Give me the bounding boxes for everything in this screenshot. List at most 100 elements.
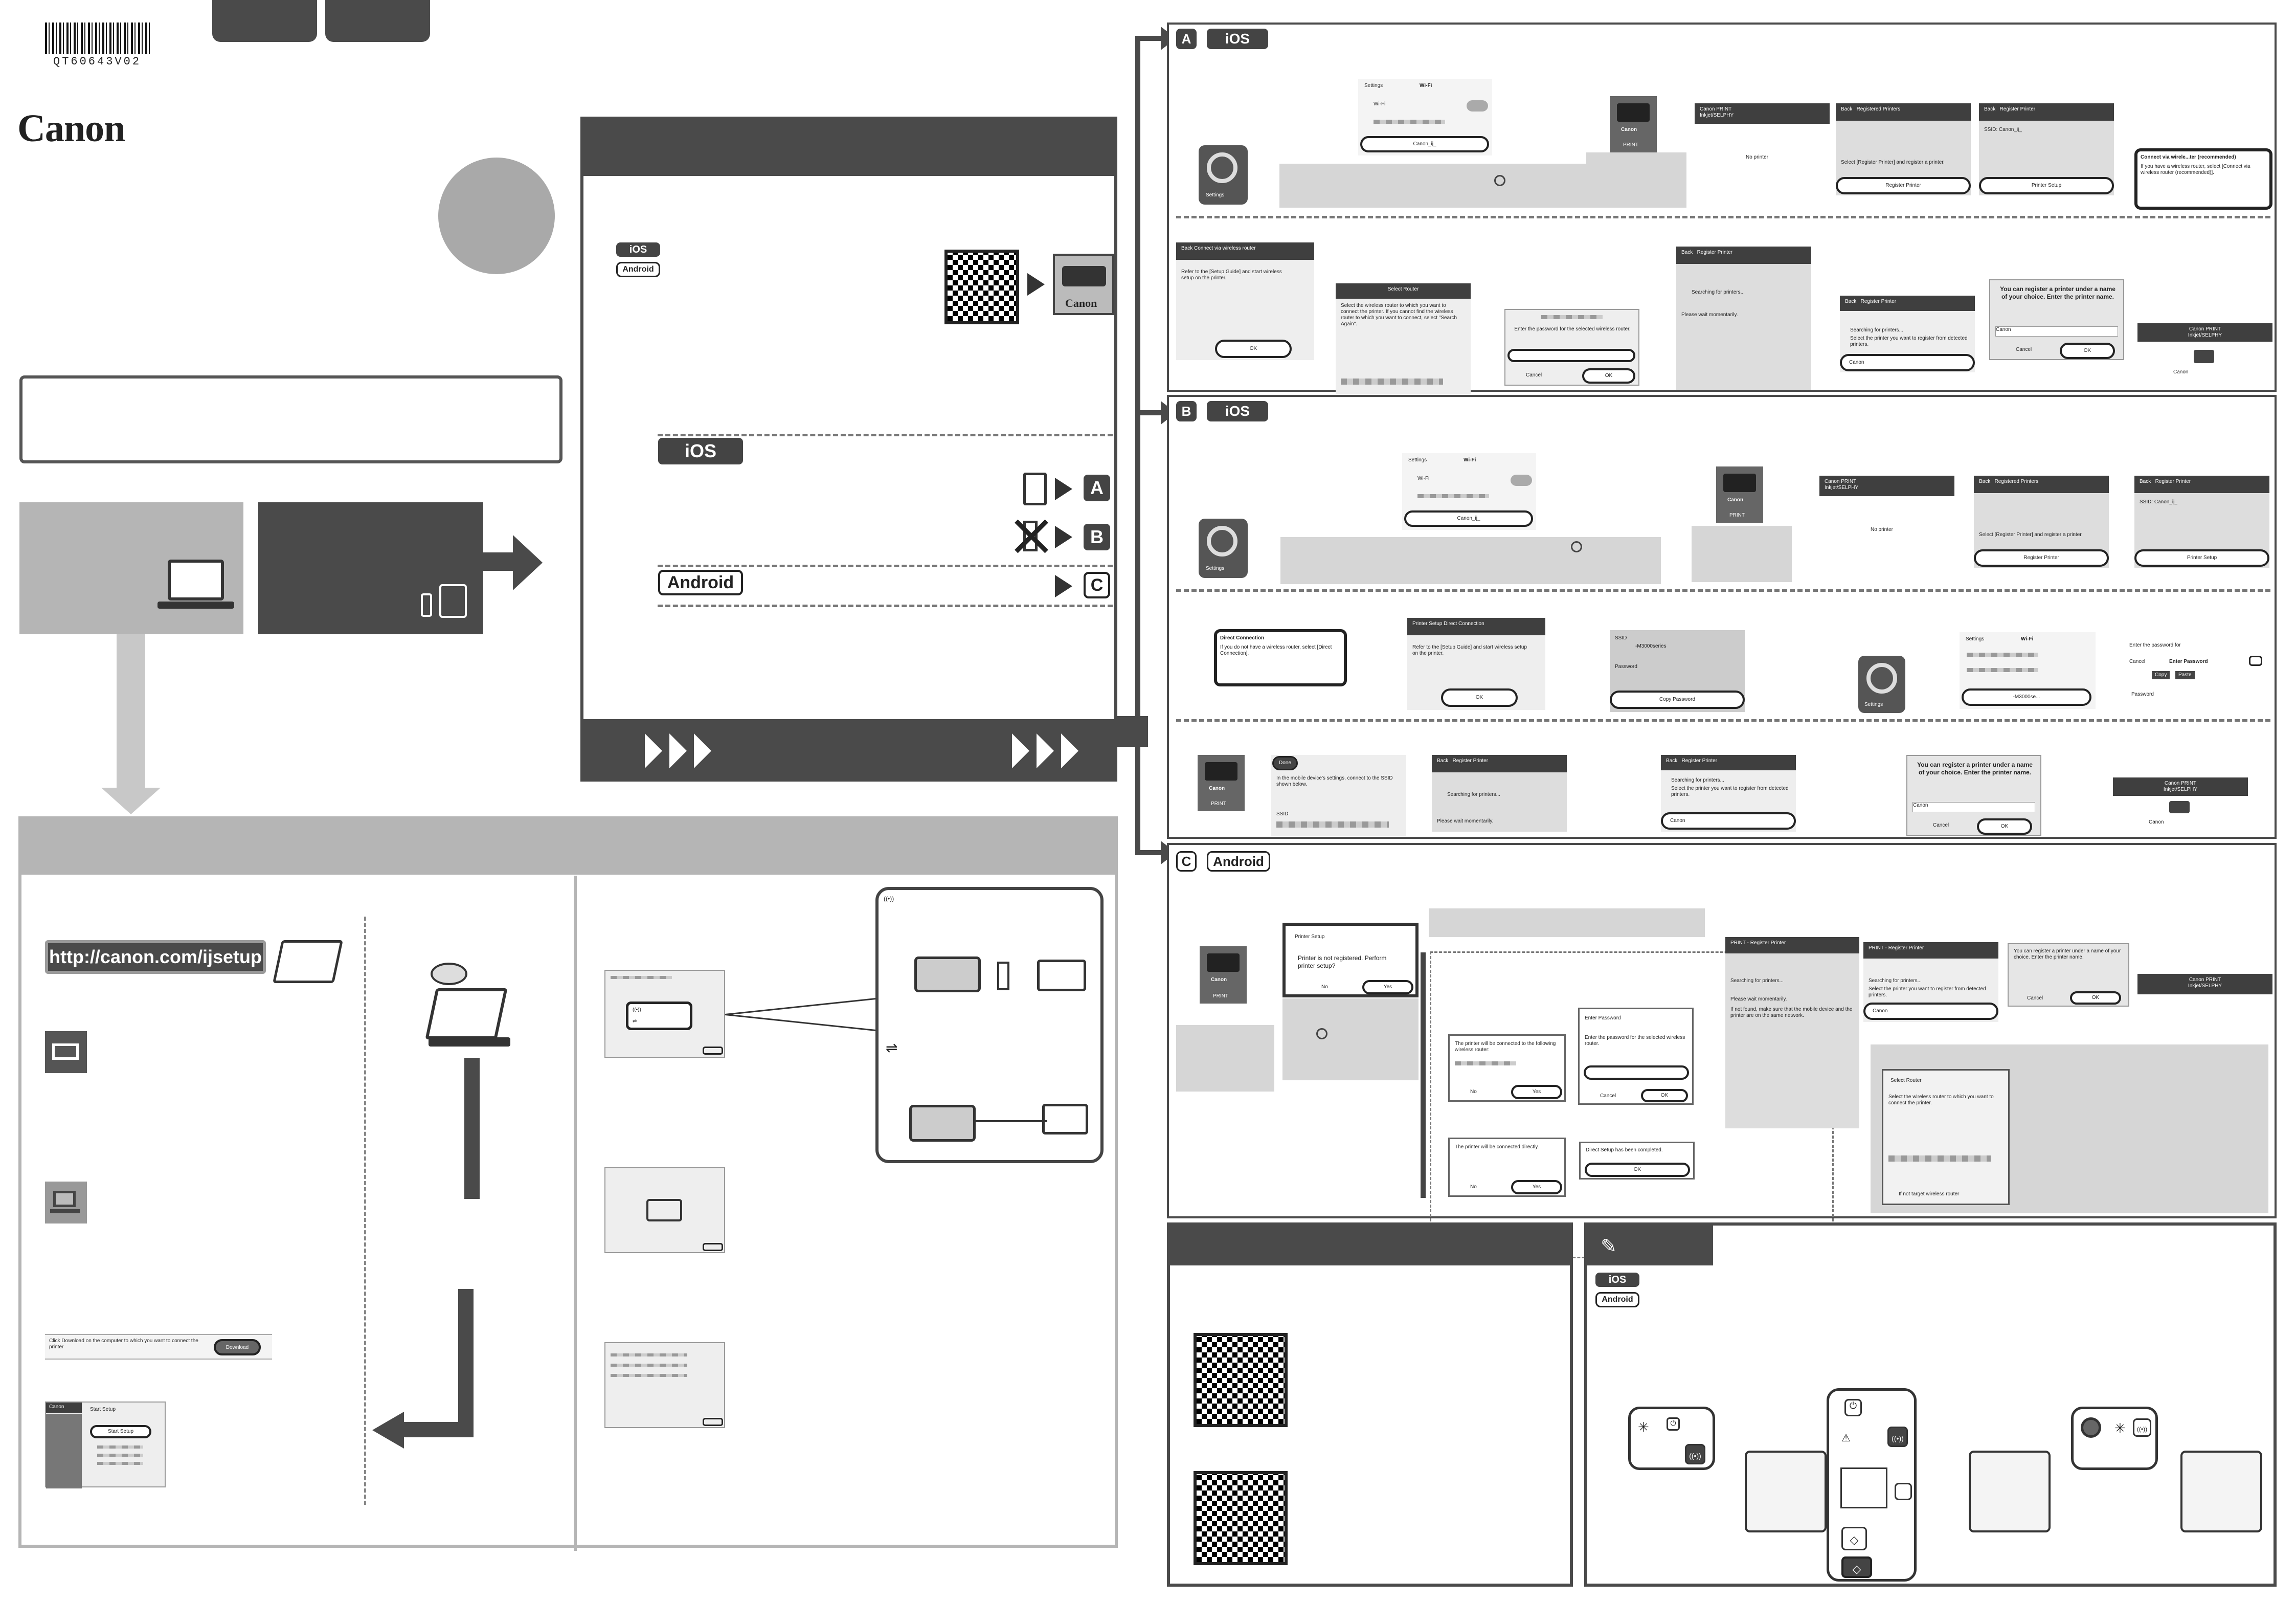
canon-print-icon-b2[interactable]: Canon PRINT <box>1198 755 1245 811</box>
canon-logo: Canon <box>17 107 125 150</box>
printer-setup-button[interactable]: Printer Setup <box>1979 177 2114 194</box>
ios-section-badge: iOS <box>658 438 743 464</box>
settings-app-icon-b2[interactable]: Settings <box>1858 656 1905 713</box>
wireless-button-icon[interactable]: ((•)) <box>1685 1444 1705 1464</box>
connection-options-highlight[interactable]: ((•)) ⇌ <box>626 1002 692 1030</box>
color-start-button[interactable]: ◇ <box>1841 1556 1872 1578</box>
install-laptop-icon <box>425 988 508 1039</box>
settings-app-icon-b[interactable]: Settings <box>1199 519 1248 578</box>
printer-name-input[interactable]: Canon <box>1995 326 2118 337</box>
select-router-screen: Select Router Select the wireless router… <box>1336 283 1471 394</box>
ok-button-a1[interactable]: OK <box>1215 340 1292 358</box>
control-panel-left: ✳ ⏻ ((•)) <box>1628 1407 1715 1470</box>
wireless-button-icon-2[interactable]: ((•)) <box>2133 1418 2151 1437</box>
chevrons-left <box>645 733 718 771</box>
printer-name-input-b[interactable]: Canon <box>1912 802 2035 812</box>
ok-button-a2[interactable]: OK <box>1582 368 1635 384</box>
section-b-badge: B <box>1176 401 1197 421</box>
printer-list-item-a[interactable]: Canon <box>1840 354 1975 371</box>
route-b-badge: B <box>1084 524 1110 550</box>
yes-button-c3[interactable]: Yes <box>1511 1180 1562 1194</box>
register-printer-button-b[interactable]: Register Printer <box>1974 549 2109 567</box>
start-setup-button[interactable]: Start Setup <box>90 1425 151 1438</box>
wifi-toggle-b[interactable] <box>1511 475 1532 486</box>
wireless-signal-icon: ((•)) <box>884 895 894 902</box>
empty-notice-box <box>19 375 562 463</box>
printer-list-item-b[interactable]: Canon <box>1661 812 1796 830</box>
connect-router-screen: Back Connect via wireless router Refer t… <box>1176 242 1314 360</box>
router-password-input-c[interactable] <box>1584 1065 1689 1080</box>
connection-diagram: ((•)) ⇌ <box>875 887 1104 1163</box>
yes-button-c2[interactable]: Yes <box>1511 1085 1562 1099</box>
connection-method-screen: ((•)) ⇌ <box>604 970 725 1058</box>
yes-button-c1[interactable]: Yes <box>1362 980 1413 994</box>
laptop-icon <box>168 560 224 600</box>
wifi-option-icon: ((•)) <box>633 1007 641 1013</box>
printer-box-icon <box>45 1031 87 1073</box>
url-box[interactable]: http://canon.com/ijsetup <box>45 940 266 974</box>
ios-badge: iOS <box>616 242 660 257</box>
canon-ij-network-b[interactable]: Canon_ij_ <box>1404 510 1533 527</box>
canon-print-icon-c[interactable]: Canon PRINT <box>1200 946 1247 1004</box>
section-b-panel: B iOS Settings Settings Wi-Fi Wi-Fi Cano… <box>1167 395 2277 839</box>
direct-setup-complete: Direct Setup has been completed. OK <box>1579 1142 1695 1180</box>
printer-setup-button-b[interactable]: Printer Setup <box>2134 549 2269 567</box>
usb-laptop-icon <box>1042 1104 1088 1134</box>
power-dial-icon[interactable] <box>2081 1417 2101 1438</box>
smartphone-icon <box>421 593 432 617</box>
typing-laptop-icon <box>273 940 343 983</box>
download-button[interactable]: Download <box>214 1339 261 1355</box>
section-a-ios-badge: iOS <box>1207 29 1268 49</box>
power-button-icon[interactable]: ⏻ <box>1844 1399 1862 1416</box>
printer-illustration-3 <box>2180 1451 2262 1532</box>
settings-app-icon[interactable]: Settings <box>1199 145 1248 205</box>
copy-password-button[interactable]: Copy Password <box>1610 691 1745 709</box>
wifi-toggle[interactable] <box>1467 100 1488 112</box>
router-password-input[interactable] <box>1507 349 1635 362</box>
barcode-code: QT60643V02 <box>53 55 142 68</box>
direct-connection-option[interactable]: Direct Connection If you do not have a w… <box>1214 629 1347 686</box>
canon-print-app-icon[interactable]: Canon <box>1053 254 1114 315</box>
ok-button-c1[interactable]: OK <box>1641 1089 1688 1102</box>
note-android-badge: Android <box>1595 1292 1639 1307</box>
computer-option-card[interactable] <box>19 502 243 634</box>
computer-setup-panel: http://canon.com/ijsetup Click Download … <box>18 816 1118 1551</box>
ok-button-c3[interactable]: OK <box>2070 991 2121 1005</box>
searching-printers-screen: Back Register Printer Searching for prin… <box>1676 247 1811 390</box>
mobile-option-card[interactable] <box>258 502 483 634</box>
android-section-badge: Android <box>658 570 743 595</box>
connect-router-option[interactable]: Connect via wirele...ter (recommended) I… <box>2134 148 2272 210</box>
app-panel-footer <box>583 719 1114 781</box>
power-icon: ⏻ <box>1667 1417 1680 1431</box>
usb-option-icon: ⇌ <box>633 1018 637 1024</box>
direct-network-item[interactable]: -M3000se... <box>1962 688 2091 706</box>
printer-setup-dialog-c: Printer Setup Printer is not registered.… <box>1282 923 1419 997</box>
ios-wifi-direct-screen: Settings Wi-Fi -M3000se... <box>1960 632 2096 709</box>
section-c-panel: C Android Canon PRINT Printer Setup Prin… <box>1167 843 2277 1258</box>
computer-setup-header <box>21 819 1115 875</box>
setup-url[interactable]: http://canon.com/ijsetup <box>49 946 262 967</box>
ok-button-c2[interactable]: OK <box>1585 1163 1690 1177</box>
arrow-down-shaft <box>117 634 145 791</box>
app-panel: iOS Android Canon iOS A B Android C <box>580 117 1117 782</box>
stop-button[interactable] <box>1895 1483 1912 1500</box>
canon-ij-network[interactable]: Canon_ij_ <box>1360 136 1489 152</box>
printer-name-dialog-c: You can register a printer under a name … <box>2008 943 2129 1007</box>
ok-button-b1[interactable]: OK <box>1441 688 1518 707</box>
usb-icon: ⇌ <box>886 1040 898 1056</box>
start-button-icon[interactable]: ◇ <box>1841 1527 1867 1550</box>
printer-list-item-c[interactable]: Canon <box>1863 1003 1998 1020</box>
ok-button-b2[interactable]: OK <box>1977 818 2032 835</box>
register-printer-search-b: Back Register Printer Searching for prin… <box>1432 755 1567 832</box>
register-printer-button[interactable]: Register Printer <box>1836 177 1971 194</box>
done-button[interactable]: Done <box>1272 756 1298 770</box>
canon-print-icon-b[interactable]: Canon PRINT <box>1716 466 1763 523</box>
canon-print-icon-a[interactable]: Canon PRINT <box>1610 96 1657 152</box>
select-printer-screen-b: Back Register Printer Searching for prin… <box>1661 755 1796 832</box>
wireless-connect-button[interactable]: ((•)) <box>1887 1427 1908 1447</box>
ok-button-a3[interactable]: OK <box>2060 343 2115 359</box>
registered-printers-screen: Back Registered Printers Select [Registe… <box>1836 103 1971 195</box>
select-router-screen-c: Select Router Select the wireless router… <box>1882 1069 2010 1205</box>
no-router-icon <box>1012 518 1050 555</box>
